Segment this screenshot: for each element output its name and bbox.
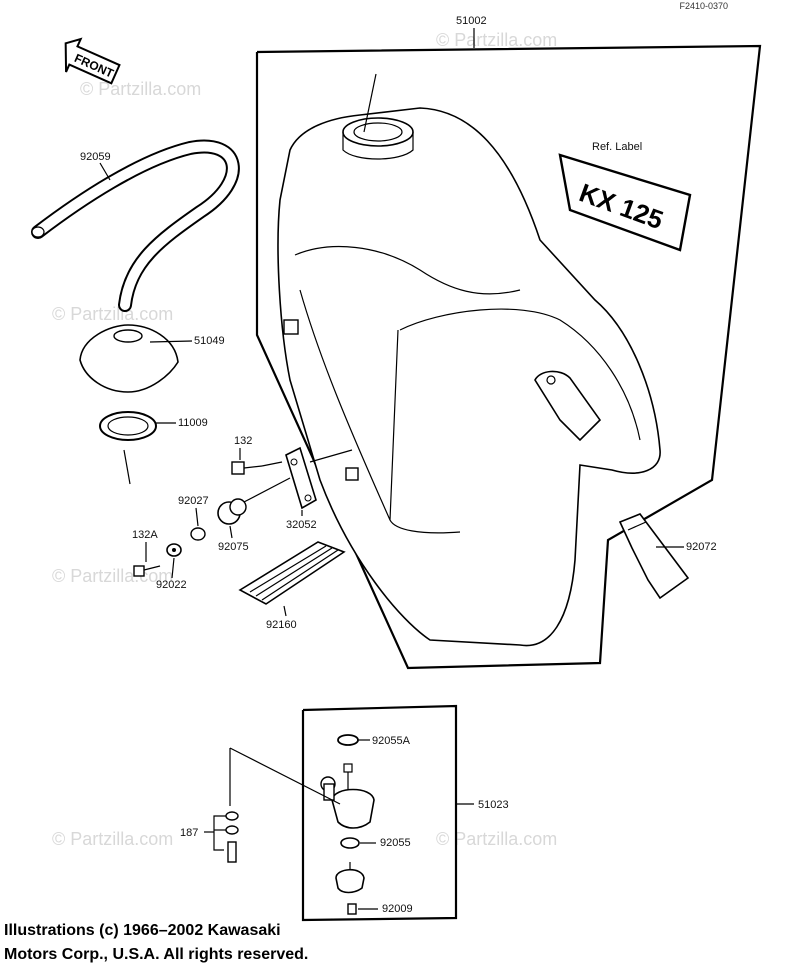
bolt-132 <box>231 461 263 475</box>
fuel-cap-51049 <box>79 324 179 393</box>
fuel-cock-frame <box>301 704 458 922</box>
fuel-filter <box>335 862 365 894</box>
hardware-187 <box>225 748 239 863</box>
part-51049-label: 51049 <box>194 335 225 347</box>
part-92022-label: 92022 <box>156 579 187 591</box>
watermark: © Partzilla.com <box>436 30 557 50</box>
watermark: © Partzilla.com <box>436 829 557 849</box>
copyright-line-2: Motors Corp., U.S.A. All rights reserved… <box>4 946 309 963</box>
collar-92027 <box>190 527 206 541</box>
part-132-label: 132 <box>234 435 252 447</box>
fuel-cock <box>320 763 375 829</box>
strap-92072 <box>618 513 690 600</box>
gasket-92055 <box>340 837 360 849</box>
o-ring-92055A <box>337 734 359 746</box>
copyright-line-1: Illustrations (c) 1966–2002 Kawasaki <box>4 922 281 939</box>
bracket-32052 <box>285 446 317 510</box>
part-51002-label: 51002 <box>456 15 487 27</box>
part-187-label: 187 <box>180 827 198 839</box>
ref-label: Ref. Label <box>592 141 642 153</box>
part-51023-label: 51023 <box>478 799 509 811</box>
part-92075-label: 92075 <box>218 541 249 553</box>
cap-gasket-11009 <box>99 411 157 441</box>
pad-92160 <box>238 541 346 605</box>
fuel-tank <box>277 73 661 647</box>
tank-assembly-frame <box>255 44 762 670</box>
part-92027-label: 92027 <box>178 495 209 507</box>
part-92160-label: 92160 <box>266 619 297 631</box>
damper-92075 <box>217 477 291 525</box>
breather-hose-92059 <box>31 139 240 312</box>
part-92009-label: 92009 <box>382 903 413 915</box>
bolt-132A <box>133 565 161 577</box>
washer-92022 <box>166 543 182 557</box>
part-32052-label: 32052 <box>286 519 317 531</box>
screw-92009 <box>347 903 357 915</box>
part-92055A-label: 92055A <box>372 735 411 747</box>
watermark: © Partzilla.com <box>80 79 201 99</box>
part-132A-label: 132A <box>132 529 158 541</box>
kx125-decal: KX 125 <box>558 153 692 252</box>
watermark: © Partzilla.com <box>52 829 173 849</box>
part-92059-label: 92059 <box>80 151 111 163</box>
part-11009-label: 11009 <box>178 417 208 429</box>
part-92072-label: 92072 <box>686 541 717 553</box>
drawing-code: F2410-0370 <box>679 1 728 11</box>
watermark: © Partzilla.com <box>52 304 173 324</box>
part-92055-label: 92055 <box>380 837 411 849</box>
